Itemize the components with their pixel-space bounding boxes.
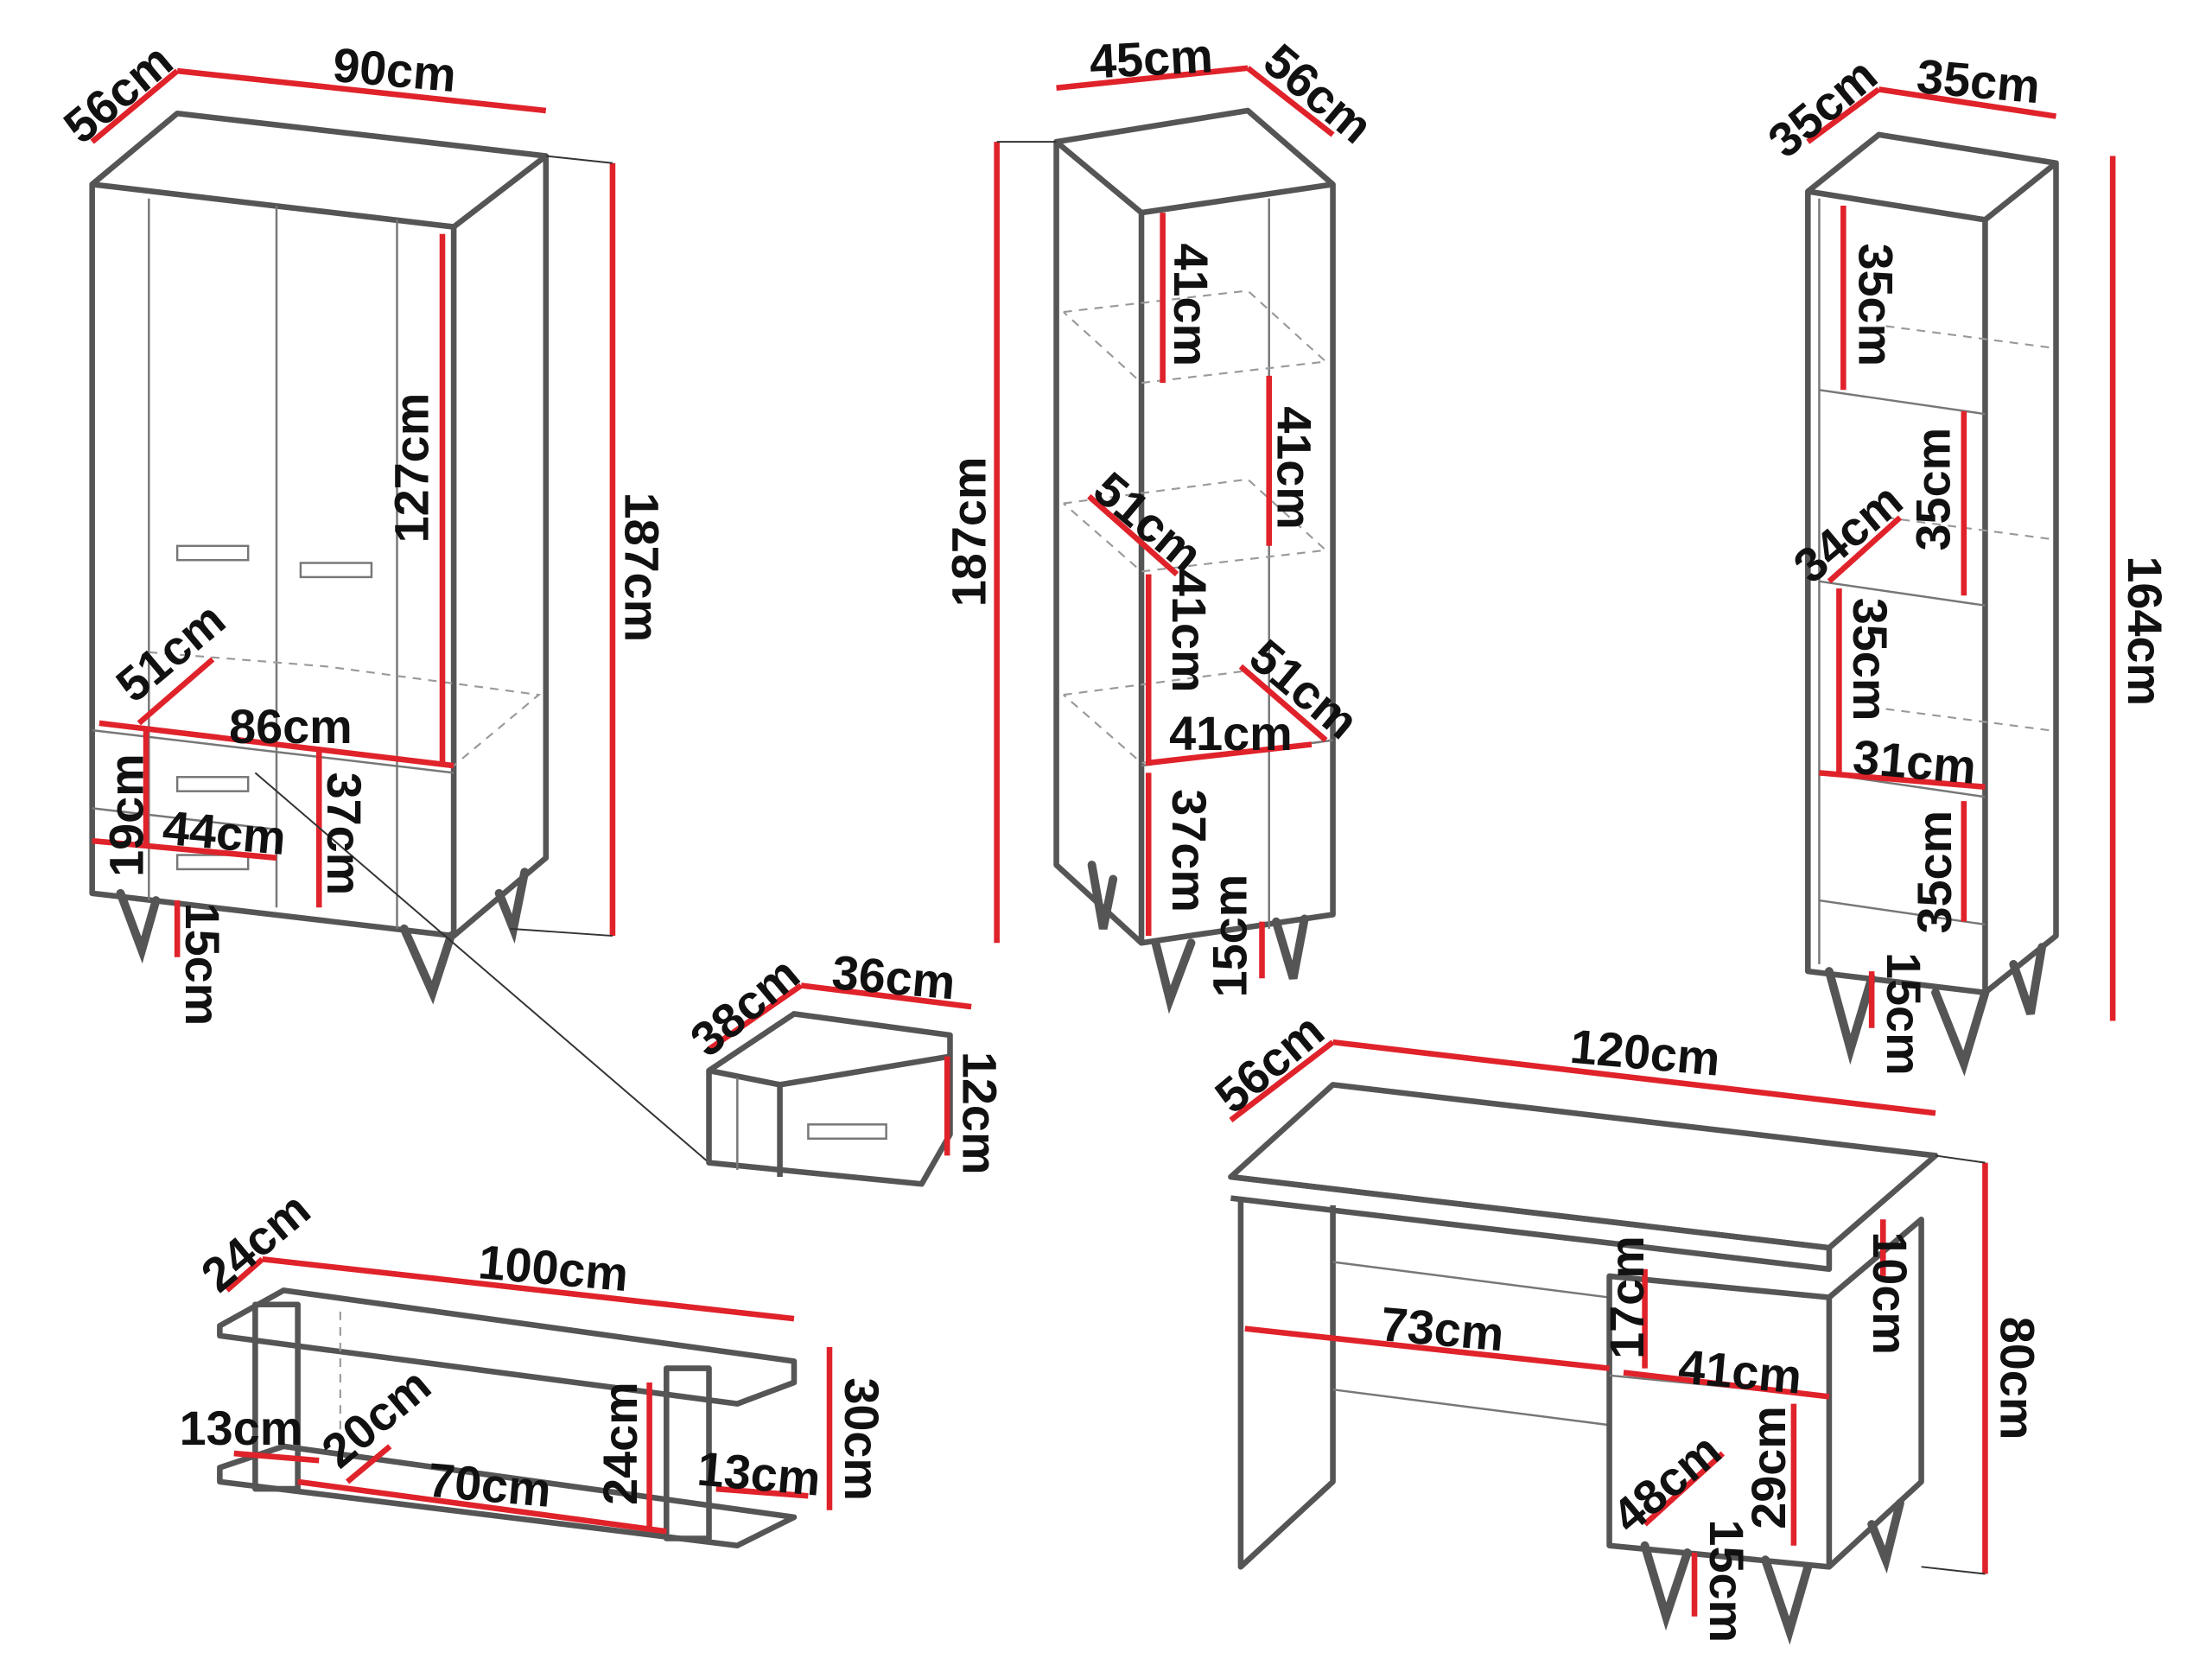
narrow-shelf-dimension-label: 35cm [1907, 810, 1961, 934]
wardrobe-dimension-label: 15cm [175, 903, 230, 1027]
desk-dimension-label: 17cm [1599, 1236, 1654, 1359]
narrow-shelf-dimension-label: 35cm [1915, 48, 2043, 113]
tall-cabinet-dimension-label: 45cm [1088, 28, 1214, 88]
narrow-shelf-dimension-label: 35cm [1843, 598, 1897, 721]
tall-cabinet-dimension-label: 15cm [1202, 874, 1256, 998]
tall-cabinet-dimension-label: 37cm [1162, 789, 1217, 912]
desk [1228, 1039, 1988, 1645]
wardrobe-dimension-label: 56cm [54, 33, 183, 154]
wardrobe-dimension-label: 127cm [385, 393, 439, 543]
tall-cabinet-dimension-label: 51cm [1084, 461, 1213, 582]
drawer-dimension-label: 12cm [952, 1052, 1007, 1175]
wall-shelf-dimension-label: 13cm [696, 1441, 823, 1506]
wardrobe-dimension-label: 44cm [161, 800, 289, 865]
wardrobe-dimension-label: 37cm [317, 772, 372, 896]
desk-dimension-label: 80cm [1991, 1317, 2045, 1440]
tall-cabinet-dimension-label: 41cm [1164, 243, 1218, 366]
drawer [706, 982, 972, 1187]
tall-cabinet-dimension-label: 41cm [1268, 406, 1322, 530]
wall-shelf-dimension-label: 24cm [191, 1181, 321, 1302]
desk-dimension-label: 41cm [1676, 1338, 1804, 1403]
tall-cabinet-dimension-label: 41cm [1169, 706, 1293, 760]
narrow-shelf-dimension-label: 35cm [1758, 47, 1887, 168]
narrow-shelf-dimension-label: 35cm [1848, 243, 1903, 366]
narrow-shelf [1805, 86, 2116, 1077]
desk-dimension-label: 15cm [1700, 1519, 1754, 1643]
wall-shelf-dimension-label: 70cm [426, 1452, 554, 1517]
narrow-shelf-dimension-label: 164cm [2118, 556, 2172, 706]
wall-shelf [217, 1255, 833, 1548]
wardrobe-dimension-label: 86cm [229, 699, 353, 753]
narrow-shelf-dimension-label: 34cm [1783, 473, 1913, 594]
wall-shelf-dimension-label: 24cm [593, 1382, 647, 1505]
wall-shelf-dimension-label: 30cm [835, 1377, 889, 1501]
wall-shelf-dimension-label: 100cm [476, 1234, 631, 1301]
tall-cabinet-dimension-label: 187cm [941, 457, 995, 607]
wardrobe-dimension-label: 90cm [331, 37, 459, 102]
wall-shelf-dimension-label: 13cm [180, 1401, 303, 1455]
wardrobe [89, 67, 710, 1164]
wardrobe-dimension-label: 187cm [615, 493, 670, 643]
tall-cabinet-dimension-label: 41cm [1162, 569, 1217, 693]
wardrobe-dimension-label: 19cm [99, 753, 154, 877]
desk-dimension-label: 56cm [1205, 1002, 1334, 1123]
drawer-dimension-label: 36cm [830, 944, 957, 1009]
narrow-shelf-dimension-label: 35cm [1905, 428, 1960, 551]
narrow-shelf-dimension-label: 31cm [1851, 729, 1979, 794]
desk-dimension-label: 73cm [1379, 1296, 1507, 1361]
desk-dimension-label: 10cm [1863, 1231, 1917, 1355]
desk-dimension-label: 120cm [1568, 1019, 1723, 1086]
desk-dimension-label: 29cm [1741, 1406, 1796, 1529]
tall-cabinet [994, 65, 1336, 1014]
narrow-shelf-dimension-label: 15cm [1877, 952, 1931, 1076]
